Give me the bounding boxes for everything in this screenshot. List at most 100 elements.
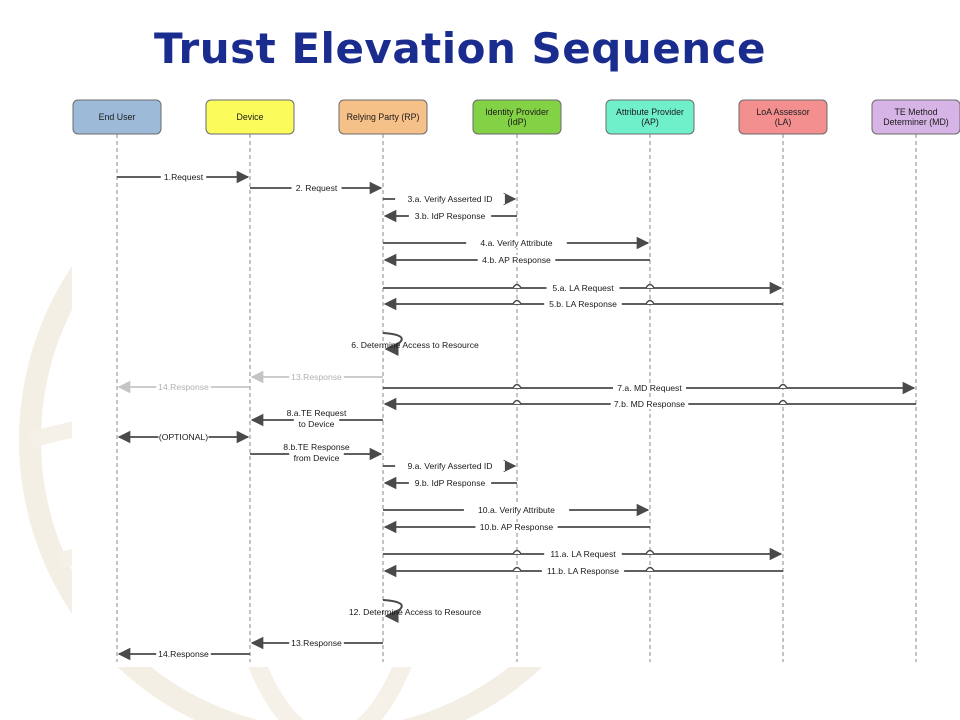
message-19: 10.a. Verify Attribute (383, 503, 650, 517)
message-label: 9.a. Verify Asserted ID (407, 461, 492, 471)
label-backing (541, 566, 625, 576)
message-label: 11.b. LA Response (547, 566, 619, 576)
participant-label-ap: Attribute Provider (616, 107, 684, 117)
message-label: 13.Response (291, 638, 342, 648)
message-6: 4.b. AP Response (383, 253, 650, 267)
message-label: 14.Response (158, 649, 209, 659)
participant-box-la (738, 99, 828, 135)
message-label: 10.a. Verify Attribute (478, 505, 555, 515)
label-backing (610, 399, 689, 409)
message-17: 9.a. Verify Asserted ID (383, 459, 517, 473)
message-label: 4.a. Verify Attribute (480, 238, 552, 248)
message-1: 1.Request (117, 170, 250, 184)
crossing-bridge (645, 283, 655, 289)
message-7: 5.a. LA Request (383, 281, 783, 295)
label-backing (395, 461, 505, 471)
self-arrow (382, 599, 403, 623)
message-24: 13.Response (250, 636, 383, 650)
message-21: 11.a. LA Request (383, 547, 783, 561)
message-11: 14.Response (117, 380, 250, 394)
participant-label-idp: (IdP) (507, 117, 526, 127)
crossing-bridge (512, 566, 522, 572)
message-label: 11.a. LA Request (550, 549, 616, 559)
label-backing (544, 549, 622, 559)
message-label: (OPTIONAL) (159, 432, 208, 442)
label-backing (546, 283, 620, 293)
message-13: 7.b. MD Response (383, 397, 916, 411)
participant-rp: Relying Party (RP) (338, 99, 428, 135)
crossing-bridge (778, 399, 788, 405)
label-backing (463, 505, 570, 515)
message-label: 5.b. LA Response (549, 299, 617, 309)
crossing-bridge (778, 383, 788, 389)
message-label: from Device (294, 453, 340, 463)
label-backing (466, 238, 567, 248)
message-label: 7.a. MD Request (617, 383, 682, 393)
message-label: 7.b. MD Response (614, 399, 685, 409)
participant-box-eu (72, 99, 162, 135)
message-label: to Device (299, 419, 335, 429)
self-arrow (382, 332, 403, 356)
crossing-bridge (645, 549, 655, 555)
message-20: 10.b. AP Response (383, 520, 650, 534)
label-backing (156, 382, 211, 392)
message-label: 6. Determine Access to Resource (351, 340, 479, 350)
message-9: 6. Determine Access to Resource (351, 332, 479, 356)
participant-box-ap (605, 99, 695, 135)
message-8: 5.b. LA Response (383, 297, 783, 311)
crossing-bridge (512, 399, 522, 405)
crossing-bridge (512, 299, 522, 305)
label-backing (289, 453, 344, 463)
message-label: 5.a. LA Request (552, 283, 614, 293)
participant-label-eu: End User (99, 112, 136, 122)
message-3: 3.a. Verify Asserted ID (383, 192, 517, 206)
participant-label-la: LoA Assessor (756, 107, 809, 117)
message-label: 10.b. AP Response (480, 522, 554, 532)
message-2: 2. Request (250, 181, 383, 195)
message-label: 3.a. Verify Asserted ID (407, 194, 492, 204)
participant-label-la: (LA) (775, 117, 792, 127)
label-backing (158, 432, 209, 442)
crossing-bridge (512, 549, 522, 555)
label-backing (408, 478, 492, 488)
message-label: 1.Request (164, 172, 204, 182)
label-backing (289, 638, 344, 648)
message-label: 14.Response (158, 382, 209, 392)
message-label: 9.b. IdP Response (415, 478, 486, 488)
label-backing (291, 183, 342, 193)
message-label: 8.a.TE Request (287, 408, 347, 418)
label-backing (613, 383, 686, 393)
participant-label-rp: Relying Party (RP) (347, 112, 420, 122)
label-backing (408, 211, 492, 221)
message-22: 11.b. LA Response (383, 564, 783, 578)
participant-dev: Device (205, 99, 295, 135)
label-backing (293, 419, 340, 429)
participant-label-md: TE Method (894, 107, 937, 117)
label-backing (544, 299, 622, 309)
participant-label-md: Determiner (MD) (883, 117, 949, 127)
crossing-bridge (645, 299, 655, 305)
message-label: 8.b.TE Response (283, 442, 350, 452)
participant-la: LoA Assessor(LA) (738, 99, 828, 135)
participant-label-dev: Device (237, 112, 264, 122)
message-10: 13.Response (250, 370, 383, 384)
crossing-bridge (512, 383, 522, 389)
label-backing (475, 522, 558, 532)
label-backing (289, 372, 344, 382)
message-label: 12. Determine Access to Resource (349, 607, 482, 617)
message-label: 4.b. AP Response (482, 255, 551, 265)
message-25: 14.Response (117, 647, 250, 661)
participant-label-ap: (AP) (641, 117, 659, 127)
label-backing (280, 442, 353, 452)
message-5: 4.a. Verify Attribute (383, 236, 650, 250)
participant-idp: Identity Provider(IdP) (472, 99, 562, 135)
message-15: (OPTIONAL) (117, 430, 250, 444)
crossing-bridge (512, 283, 522, 289)
participant-box-md (871, 99, 960, 135)
message-4: 3.b. IdP Response (383, 209, 517, 223)
label-backing (282, 408, 351, 418)
